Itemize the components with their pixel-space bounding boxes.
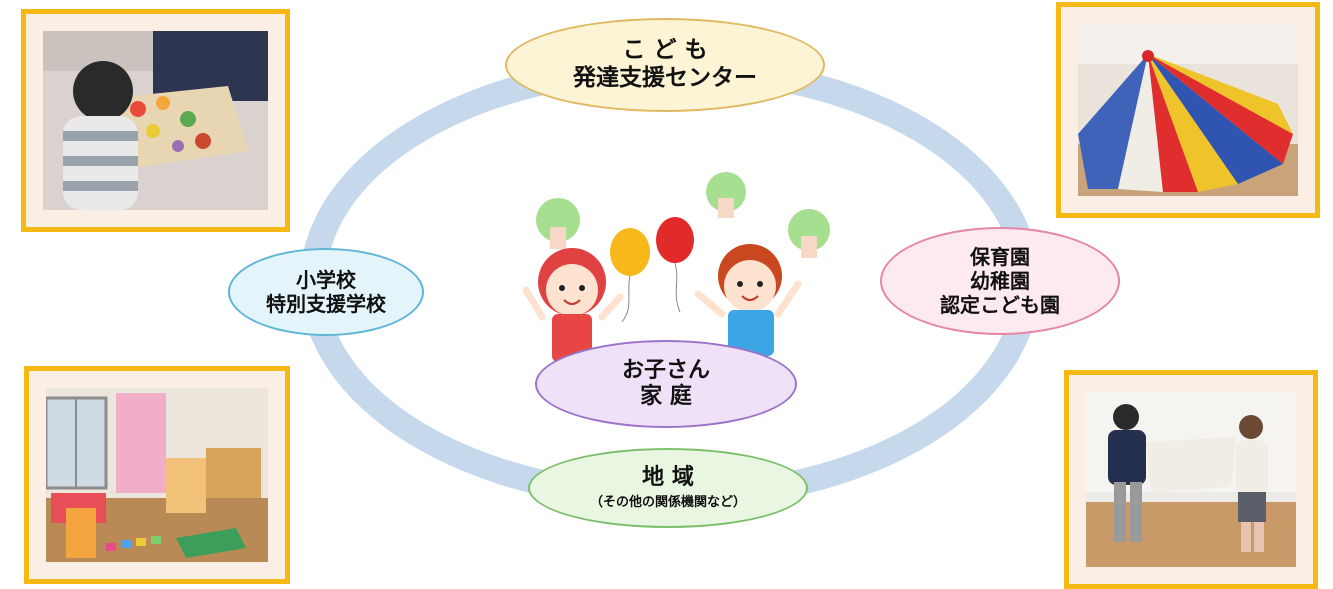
photo-cloth-play — [1086, 392, 1296, 567]
node-label: 特別支援学校 — [266, 292, 386, 316]
photo-parachute — [1078, 24, 1298, 196]
node-label: 認定こども園 — [940, 293, 1060, 317]
node-label: 発達支援センター — [573, 65, 757, 91]
tree-icon — [536, 198, 580, 249]
node-label: 地 域 — [642, 465, 694, 490]
photo-frame-parachute — [1056, 2, 1320, 218]
node-school: 小学校 特別支援学校 — [228, 248, 424, 336]
tree-icon — [788, 209, 830, 258]
photo-frame-puzzle — [21, 9, 290, 232]
children-balloons-illustration — [512, 172, 842, 362]
node-label: お子さん — [621, 357, 710, 383]
photo-child-puzzle — [43, 31, 268, 210]
node-nursery-kindergarten: 保育園 幼稚園 認定こども園 — [880, 227, 1120, 335]
photo-frame-cloth-play — [1064, 370, 1318, 589]
node-community: 地 域 （その他の関係機関など） — [528, 448, 808, 528]
node-label: こ ど も — [622, 37, 708, 64]
node-label: 保育園 — [970, 245, 1030, 269]
node-child-family: お子さん 家 庭 — [535, 340, 797, 428]
node-child-development-center: こ ど も 発達支援センター — [505, 18, 825, 112]
node-label: 家 庭 — [640, 384, 692, 409]
photo-frame-playroom — [24, 366, 290, 584]
node-label: 小学校 — [296, 268, 356, 292]
node-label: 幼稚園 — [970, 269, 1030, 293]
photo-playroom — [46, 388, 268, 562]
tree-icon — [706, 172, 746, 218]
node-sublabel: （その他の関係機関など） — [589, 495, 746, 511]
